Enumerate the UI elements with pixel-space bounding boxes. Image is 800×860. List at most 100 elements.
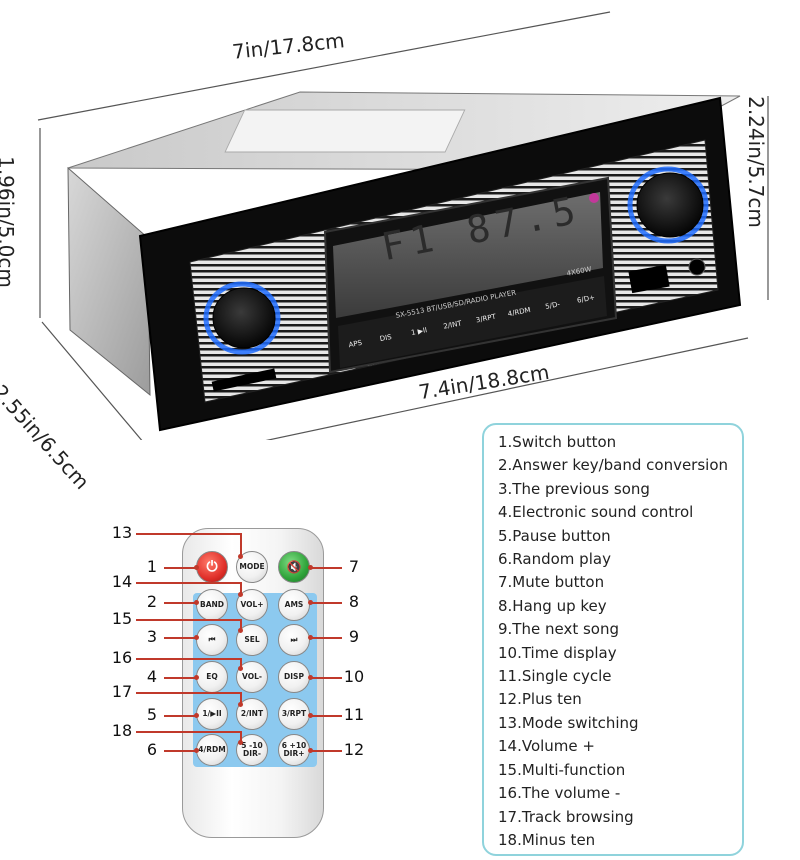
- callout-number-7: 7: [348, 557, 360, 576]
- remote-button-3[interactable]: ⏮: [196, 624, 228, 656]
- remote-button-9[interactable]: ⏭: [278, 624, 310, 656]
- callout-number-17: 17: [111, 682, 133, 701]
- height-left-dimension-label: 1.96in/5.0cm: [0, 156, 18, 288]
- legend-item: 7.Mute button: [498, 573, 605, 592]
- leader-line-3: [164, 637, 196, 639]
- button-strip: [338, 276, 607, 368]
- leader-dot: [237, 739, 243, 745]
- leader-line-1: [164, 567, 196, 569]
- leader-dot: [237, 701, 243, 707]
- legend-item: 16.The volume -: [498, 784, 621, 803]
- leader-dot: [193, 564, 199, 570]
- height-right-dimension-label: 2.24in/5.7cm: [743, 96, 768, 228]
- leader-dot: [307, 712, 313, 718]
- legend-item: 4.Electronic sound control: [498, 503, 694, 522]
- aux-jack: [688, 258, 706, 276]
- callout-number-1: 1: [146, 557, 158, 576]
- legend-item: 12.Plus ten: [498, 690, 582, 709]
- right-knob-glow: [627, 166, 709, 244]
- leader-line-16: [136, 658, 240, 660]
- car-stereo-illustration: [37, 11, 769, 440]
- callout-number-3: 3: [146, 627, 158, 646]
- leader-line-17-drop: [240, 692, 242, 704]
- remote-button-10[interactable]: DISP: [278, 661, 310, 693]
- stereo-preset-button[interactable]: 5/D-: [544, 300, 561, 311]
- leader-dot: [193, 674, 199, 680]
- leader-dot: [307, 564, 313, 570]
- lcd-screen: [333, 192, 603, 318]
- leader-line-15-drop: [240, 619, 242, 630]
- stereo-preset-button[interactable]: DIS: [379, 332, 393, 344]
- remote-button-15[interactable]: SEL: [236, 624, 268, 656]
- indicator-dot: [589, 193, 599, 203]
- legend-item: 11.Single cycle: [498, 667, 612, 686]
- leader-dot: [307, 634, 313, 640]
- legend-item: 3.The previous song: [498, 479, 650, 498]
- leader-dot: [307, 747, 313, 753]
- callout-number-5: 5: [146, 705, 158, 724]
- stereo-preset-button[interactable]: 3/RPT: [475, 312, 497, 325]
- leader-dot: [193, 747, 199, 753]
- leader-dot: [237, 553, 243, 559]
- leader-line-2: [164, 602, 196, 604]
- chassis-sticker: [224, 109, 466, 153]
- leader-line-14: [136, 582, 240, 584]
- leader-line-18-drop: [240, 731, 242, 742]
- leader-line-7: [310, 567, 342, 569]
- callout-number-4: 4: [146, 667, 158, 686]
- leader-line-16-drop: [240, 658, 242, 668]
- stereo-preset-button[interactable]: 6/D+: [576, 293, 596, 305]
- callout-number-11: 11: [343, 705, 365, 724]
- remote-button-11[interactable]: 3/RPT: [278, 698, 310, 730]
- leader-line-12: [310, 750, 342, 752]
- remote-button-6[interactable]: 4/RDM: [196, 734, 228, 766]
- stereo-preset-button[interactable]: 1 ▶II: [410, 326, 428, 338]
- leader-line-13-drop: [240, 533, 242, 556]
- legend-item: 2.Answer key/band conversion: [498, 456, 729, 475]
- leader-line-9: [310, 637, 342, 639]
- callout-number-6: 6: [146, 740, 158, 759]
- legend-list: 1.Switch button 2.Answer key/band convers…: [498, 431, 742, 852]
- legend-item: 1.Switch button: [498, 433, 617, 451]
- leader-dot: [193, 712, 199, 718]
- stereo-preset-button[interactable]: 4/RDM: [507, 305, 532, 319]
- leader-line-14-drop: [240, 582, 242, 594]
- remote-button-5[interactable]: 1/▶II: [196, 698, 228, 730]
- dim-line-depth: [41, 321, 143, 440]
- aps-button[interactable]: APS: [347, 338, 363, 350]
- remote-button-7[interactable]: 🔇: [278, 551, 310, 583]
- stereo-preset-button[interactable]: 2/INT: [442, 319, 463, 331]
- card-slot: [211, 368, 277, 392]
- remote-button-8[interactable]: AMS: [278, 589, 310, 621]
- callout-number-8: 8: [348, 592, 360, 611]
- callout-number-18: 18: [111, 721, 133, 740]
- leader-dot: [307, 599, 313, 605]
- leader-dot: [237, 591, 243, 597]
- leader-dot: [237, 665, 243, 671]
- legend-item: 5.Pause button: [498, 526, 611, 545]
- usb-port: [628, 264, 670, 294]
- legend-item: 14.Volume +: [498, 737, 595, 756]
- leader-line-6: [164, 750, 196, 752]
- remote-button-12[interactable]: 6 +10 DIR+: [278, 734, 310, 766]
- leader-line-15: [136, 619, 240, 621]
- leader-line-5: [164, 715, 196, 717]
- remote-button-1[interactable]: ⏻: [196, 551, 228, 583]
- remote-button-4[interactable]: EQ: [196, 661, 228, 693]
- callout-number-14: 14: [111, 572, 133, 591]
- legend-item: 15.Multi-function: [498, 760, 626, 779]
- remote-button-2[interactable]: BAND: [196, 589, 228, 621]
- leader-line-17: [136, 692, 240, 694]
- callout-number-2: 2: [146, 592, 158, 611]
- leader-line-8: [310, 602, 342, 604]
- legend-item: 18.Minus ten: [498, 830, 596, 849]
- leader-line-18: [136, 731, 240, 733]
- leader-line-11: [310, 715, 342, 717]
- dim-line-width: [37, 11, 611, 121]
- leader-dot: [193, 634, 199, 640]
- function-legend: 1.Switch button 2.Answer key/band convers…: [482, 423, 744, 856]
- left-knob-glow: [203, 281, 281, 355]
- callout-number-15: 15: [111, 609, 133, 628]
- callout-number-9: 9: [348, 627, 360, 646]
- callout-number-12: 12: [343, 740, 365, 759]
